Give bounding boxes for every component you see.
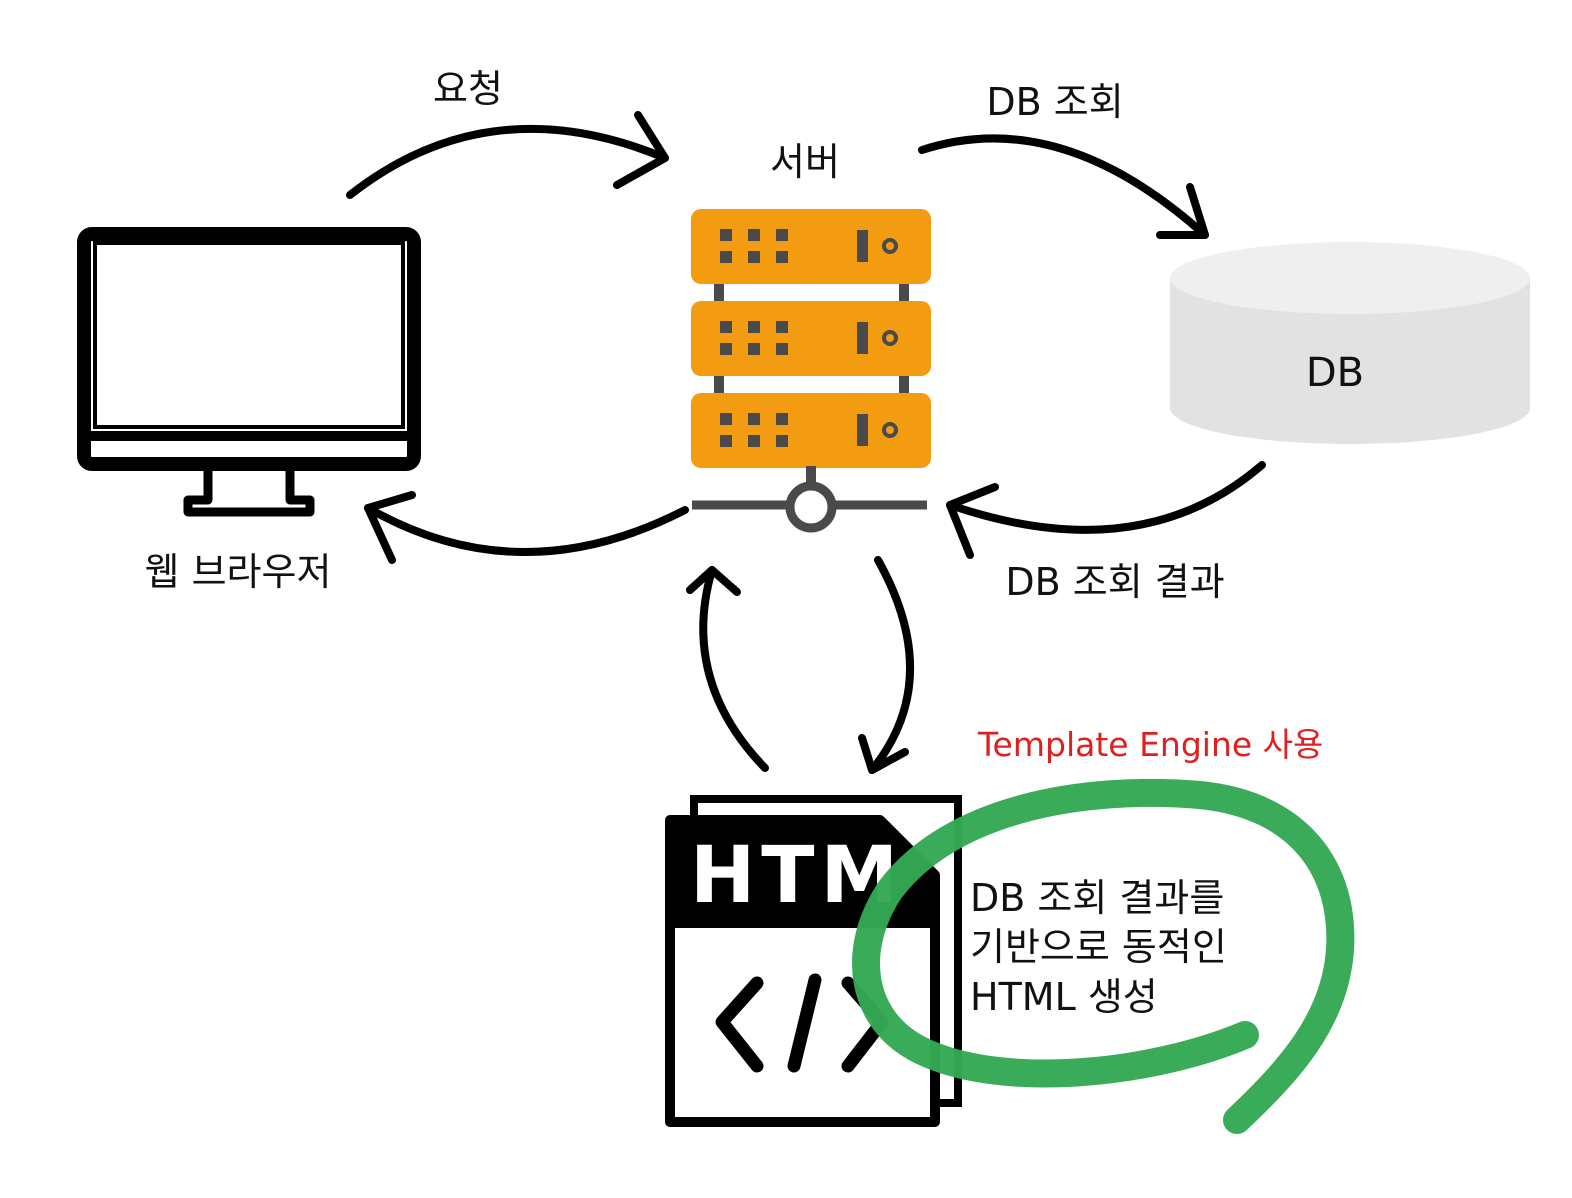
server-led: [720, 343, 732, 355]
server-slot: [857, 414, 868, 446]
arrow-db-result: [946, 461, 1266, 559]
arrow-server-to-html: [858, 556, 914, 774]
arrow-request: [346, 111, 669, 199]
server-slot: [857, 322, 868, 354]
arrow-response: [364, 491, 689, 564]
highlight-circle: [852, 778, 1355, 1134]
html-gen-line-2: 기반으로 동적인: [970, 925, 1227, 969]
server-led: [748, 229, 760, 241]
request-label: 요청: [433, 67, 503, 111]
server-power-icon: [882, 422, 898, 438]
html-gen-line-3: HTML 생성: [970, 975, 1158, 1019]
server-led: [776, 343, 788, 355]
server-icon: [691, 209, 931, 533]
server-led: [748, 251, 760, 263]
arrow-html-to-server: [686, 566, 769, 772]
server-rack: [691, 393, 931, 468]
html-gen-line-1: DB 조회 결과를: [970, 876, 1224, 920]
server-power-icon: [882, 238, 898, 254]
server-led: [776, 251, 788, 263]
server-led: [776, 229, 788, 241]
server-slot: [857, 230, 868, 262]
server-led: [720, 321, 732, 333]
monitor-icon: [77, 227, 421, 517]
html-file-icon: HTM: [665, 795, 962, 1127]
db-label: DB: [1306, 350, 1364, 396]
server-led: [748, 435, 760, 447]
server-power-icon: [882, 330, 898, 346]
server-rack: [691, 301, 931, 376]
server-led: [720, 413, 732, 425]
server-led: [720, 229, 732, 241]
server-led: [776, 321, 788, 333]
db-query-label: DB 조회: [986, 80, 1123, 124]
server-led: [776, 435, 788, 447]
arrow-db-query: [918, 134, 1209, 239]
server-led: [720, 251, 732, 263]
server-led: [720, 435, 732, 447]
browser-label: 웹 브라우저: [145, 550, 332, 594]
server-rack: [691, 209, 931, 284]
template-engine-label: Template Engine 사용: [977, 725, 1323, 764]
db-result-label: DB 조회 결과: [1005, 560, 1224, 604]
database-icon: DB: [1170, 242, 1530, 444]
html-icon-text: HTM: [690, 831, 904, 921]
server-led: [776, 413, 788, 425]
server-led: [748, 343, 760, 355]
server-led: [748, 413, 760, 425]
server-label: 서버: [770, 140, 840, 184]
server-led: [748, 321, 760, 333]
